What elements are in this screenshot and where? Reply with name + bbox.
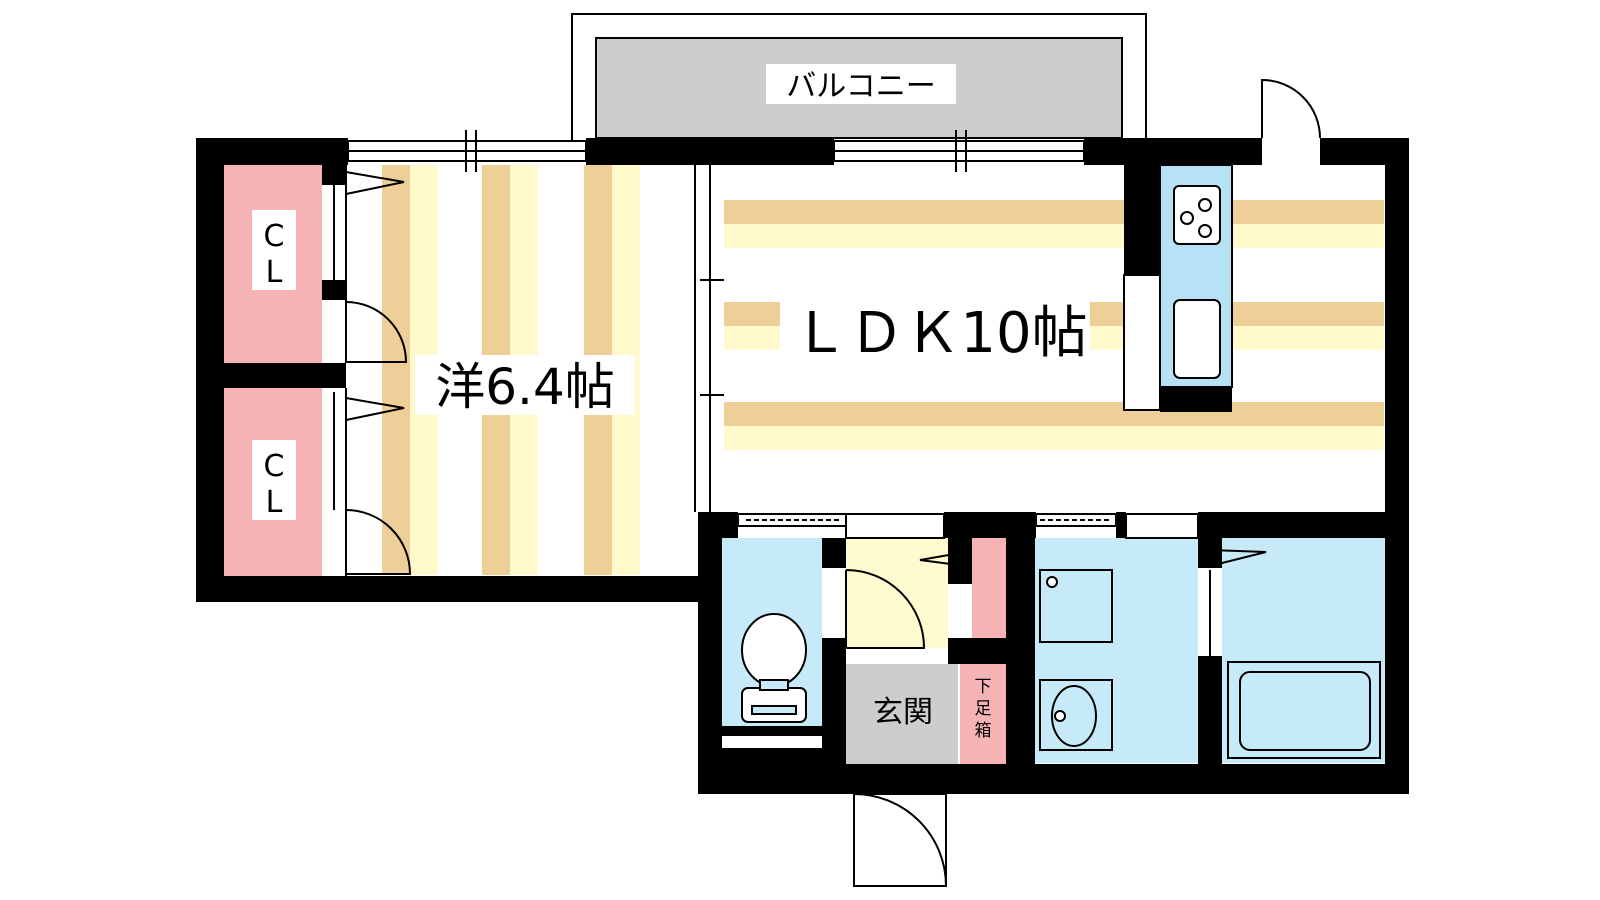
closet-doors bbox=[333, 165, 412, 576]
closet-top-label-1: C bbox=[264, 219, 285, 254]
sink-icon bbox=[1173, 299, 1221, 379]
ldk-label: ＬＤＫ10帖 bbox=[792, 301, 1087, 366]
interior-doors bbox=[737, 78, 1321, 887]
shoe-box-label-1: 下 bbox=[975, 677, 992, 697]
western-room-label: 洋6.4帖 bbox=[435, 358, 615, 416]
closet-bottom-label-2: L bbox=[266, 485, 283, 520]
washer-icon bbox=[1039, 569, 1113, 643]
kitchen-counter bbox=[1123, 164, 1233, 411]
washbasin-icon bbox=[1039, 679, 1113, 751]
entrance-floor bbox=[846, 664, 958, 764]
shoe-box-label-3: 箱 bbox=[975, 721, 992, 741]
stove-icon bbox=[1173, 185, 1221, 245]
walls bbox=[196, 138, 1409, 794]
windows bbox=[347, 130, 1085, 172]
hall-floor bbox=[846, 538, 948, 648]
toilet-icon bbox=[741, 613, 807, 723]
shoe-box-label-2: 足 bbox=[975, 699, 992, 719]
entrance-label: 玄関 bbox=[873, 695, 933, 730]
ldk-floor bbox=[710, 165, 1385, 515]
balcony-label: バルコニー bbox=[786, 69, 935, 104]
partition-sliding-door bbox=[694, 165, 724, 512]
bathtub-icon bbox=[1227, 661, 1381, 759]
storage-small bbox=[972, 538, 1006, 638]
balcony: バルコニー bbox=[571, 13, 1147, 145]
closet-bottom-label-1: C bbox=[264, 449, 285, 484]
shoe-box bbox=[960, 664, 1006, 764]
closet-top-label-2: L bbox=[266, 255, 283, 290]
